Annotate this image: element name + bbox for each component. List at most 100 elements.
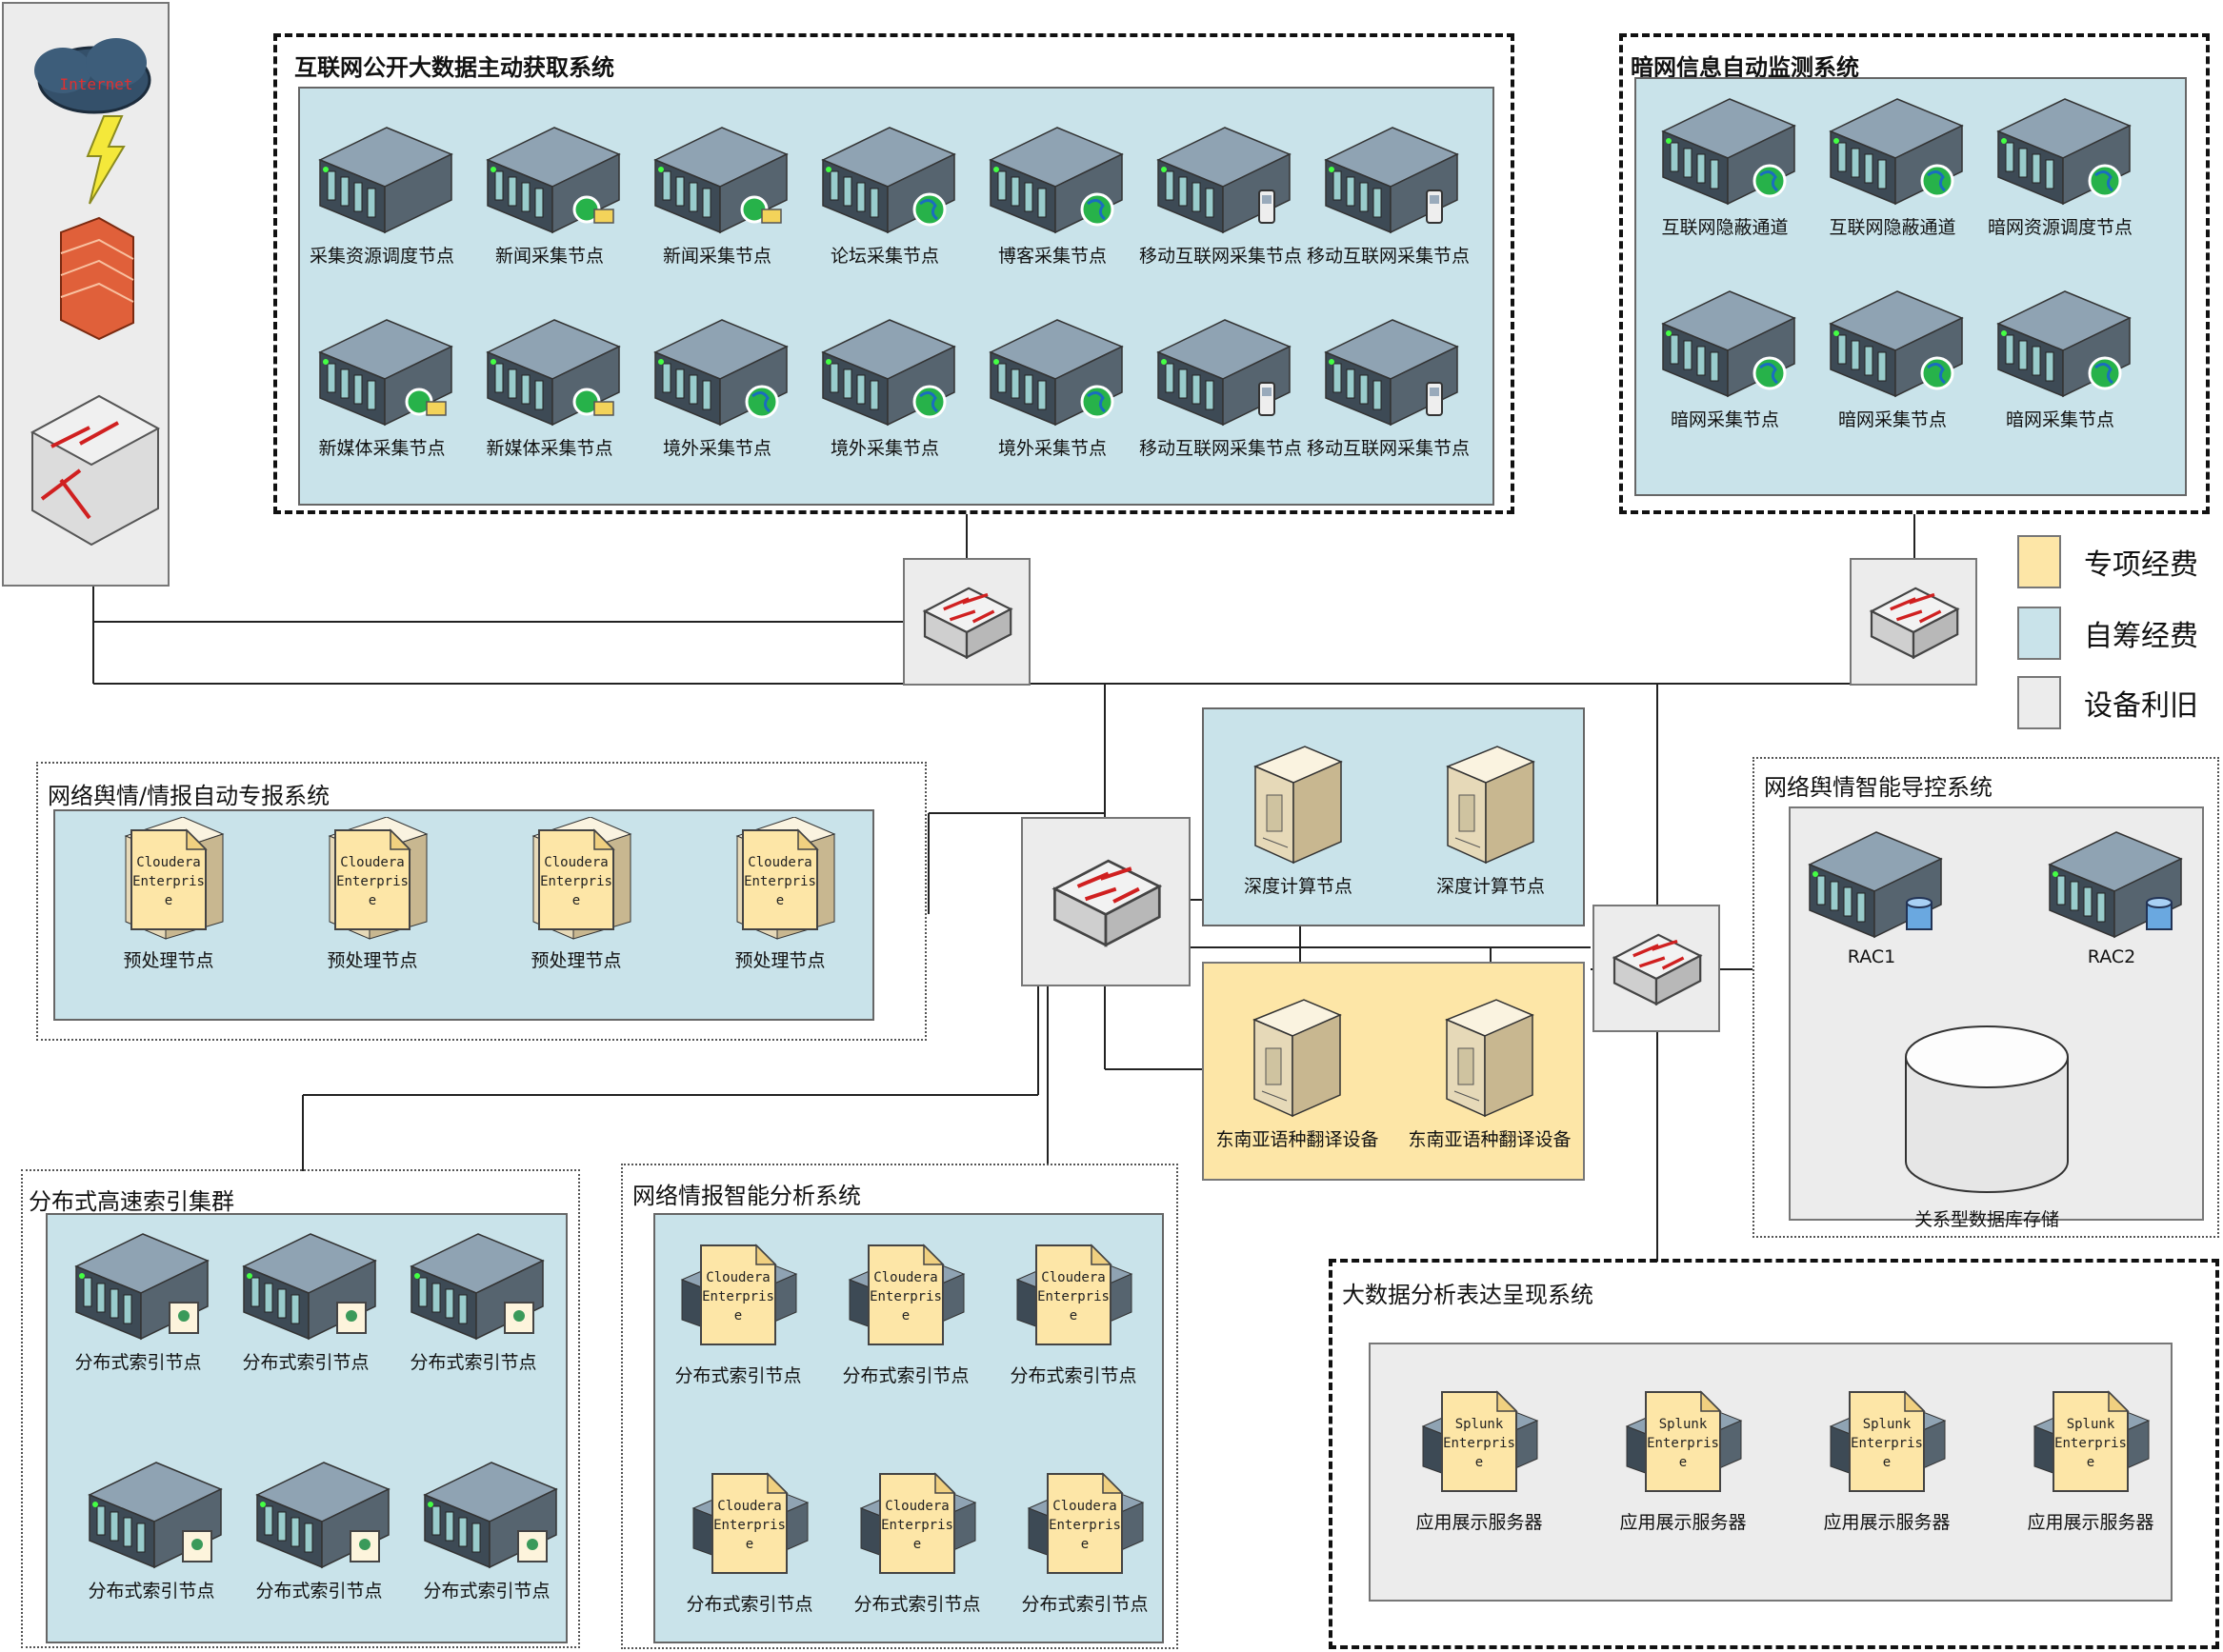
- guide-node-1-label: RAC2: [2087, 946, 2136, 967]
- intel-node-r2-2-label: 分布式索引节点: [1021, 1594, 1149, 1615]
- darkweb-node-r2-0: 暗网采集节点: [1644, 286, 1806, 431]
- network-switch-2: [1042, 838, 1170, 965]
- darkweb-node-r2-1-label: 暗网采集节点: [1837, 409, 1947, 430]
- legend-label-special: 专项经费: [2084, 548, 2198, 582]
- index-node-r1-0-icon: [57, 1228, 219, 1343]
- database-storage: 关系型数据库存储: [1901, 1019, 2073, 1231]
- index-node-r1-0-label: 分布式索引节点: [74, 1352, 202, 1373]
- svg-text:Cloudera: Cloudera: [717, 1499, 781, 1514]
- index-node-r1-1-icon: [225, 1228, 387, 1343]
- svg-text:e: e: [1679, 1455, 1687, 1470]
- svg-text:Cloudera: Cloudera: [544, 855, 608, 870]
- svg-text:Enterpris: Enterpris: [1851, 1436, 1923, 1451]
- display-node-2-label: 应用展示服务器: [1823, 1512, 1951, 1533]
- darkweb-node-r1-1-icon: [1812, 93, 1973, 208]
- network-switch-0-icon: [914, 569, 1019, 674]
- darkweb-node-r2-0-icon: [1644, 286, 1806, 400]
- index-node-r2-1-icon: [238, 1457, 400, 1571]
- darkweb-system-title: 暗网信息自动监测系统: [1631, 54, 1859, 81]
- svg-text:e: e: [2087, 1455, 2094, 1470]
- index-node-r2-1-label: 分布式索引节点: [255, 1581, 383, 1602]
- index-node-r2-0: 分布式索引节点: [70, 1457, 232, 1602]
- translate-node-1: 东南亚语种翻译设备: [1394, 996, 1585, 1151]
- internet-cloud-icon: Internet: [34, 38, 151, 114]
- guide-node-0-label: RAC1: [1847, 946, 1896, 967]
- index-node-r1-0: 分布式索引节点: [57, 1228, 219, 1374]
- collection-node-r1-0-icon: [301, 122, 463, 236]
- collection-node-r1-2-label: 新闻采集节点: [662, 246, 771, 267]
- index-node-r2-0-label: 分布式索引节点: [88, 1581, 215, 1602]
- svg-text:Splunk: Splunk: [1659, 1417, 1708, 1432]
- legend-label-reused: 设备利旧: [2084, 689, 2198, 723]
- svg-text:Cloudera: Cloudera: [136, 855, 200, 870]
- darkweb-node-r1-0: 互联网隐蔽通道: [1644, 93, 1806, 239]
- database-storage-label: 关系型数据库存储: [1913, 1209, 2059, 1230]
- darkweb-node-r1-2-icon: [1979, 93, 2141, 208]
- index-node-r1-1: 分布式索引节点: [225, 1228, 387, 1374]
- svg-text:e: e: [1070, 1308, 1077, 1324]
- legend-swatch-special: [2017, 535, 2061, 588]
- svg-text:Enterpris: Enterpris: [2054, 1436, 2127, 1451]
- collection-node-r1-6-icon: [1307, 122, 1469, 236]
- translate-node-0-label: 东南亚语种翻译设备: [1215, 1129, 1379, 1150]
- deep-node-0: 深度计算节点: [1217, 743, 1379, 898]
- darkweb-node-r2-0-label: 暗网采集节点: [1670, 409, 1779, 430]
- deep-node-0-label: 深度计算节点: [1243, 876, 1352, 897]
- darkweb-node-r1-0-icon: [1644, 93, 1806, 208]
- svg-text:e: e: [1883, 1455, 1891, 1470]
- svg-text:Enterpris: Enterpris: [881, 1518, 953, 1533]
- darkweb-node-r1-2: 暗网资源调度节点: [1979, 93, 2141, 239]
- network-switch-3-icon: [1604, 916, 1709, 1021]
- collection-node-r2-1-label: 新媒体采集节点: [486, 438, 613, 459]
- svg-text:Enterpris: Enterpris: [1049, 1518, 1121, 1533]
- darkweb-node-r2-2-icon: [1979, 286, 2141, 400]
- collection-node-r1-4-label: 博客采集节点: [997, 246, 1107, 267]
- guide-node-1-icon: [2031, 826, 2193, 941]
- index-node-r1-2-label: 分布式索引节点: [410, 1352, 537, 1373]
- network-switch-3: [1604, 916, 1709, 1021]
- internet-edge-panel: Internet: [2, 2, 170, 587]
- svg-text:Enterpris: Enterpris: [870, 1289, 942, 1304]
- report-node-1-label: 预处理节点: [327, 950, 418, 971]
- network-switch-1: [1861, 569, 1966, 674]
- router-icon: [30, 394, 161, 547]
- deep-node-1: 深度计算节点: [1410, 743, 1572, 898]
- darkweb-node-r2-2: 暗网采集节点: [1979, 286, 2141, 431]
- collection-node-r2-3-icon: [804, 314, 966, 428]
- darkweb-node-r1-0-label: 互联网隐蔽通道: [1661, 217, 1789, 238]
- darkweb-node-r2-1-icon: [1812, 286, 1973, 400]
- index-node-r2-2: 分布式索引节点: [406, 1457, 568, 1602]
- guide-node-1: RAC2: [2031, 826, 2193, 967]
- deep-node-1-label: 深度计算节点: [1435, 876, 1545, 897]
- svg-text:e: e: [734, 1308, 742, 1324]
- display-node-0-label: 应用展示服务器: [1415, 1512, 1543, 1533]
- svg-text:e: e: [1081, 1537, 1089, 1552]
- collection-node-r1-1-label: 新闻采集节点: [494, 246, 604, 267]
- network-switch-2-icon: [1042, 838, 1170, 965]
- collection-node-r2-0-label: 新媒体采集节点: [318, 438, 446, 459]
- collection-node-r2-3: 境外采集节点: [804, 314, 966, 460]
- network-switch-1-icon: [1861, 569, 1966, 674]
- svg-text:Cloudera: Cloudera: [1052, 1499, 1116, 1514]
- collection-node-r1-5-icon: [1139, 122, 1301, 236]
- intel-node-r2-0-label: 分布式索引节点: [686, 1594, 813, 1615]
- darkweb-node-r1-1: 互联网隐蔽通道: [1812, 93, 1973, 239]
- svg-text:Enterpris: Enterpris: [702, 1289, 774, 1304]
- translate-node-0: 东南亚语种翻译设备: [1202, 996, 1392, 1151]
- translate-node-1-label: 东南亚语种翻译设备: [1408, 1129, 1572, 1150]
- svg-text:Cloudera: Cloudera: [1041, 1270, 1105, 1285]
- svg-text:e: e: [746, 1537, 753, 1552]
- network-switch-0: [914, 569, 1019, 674]
- svg-text:Cloudera: Cloudera: [706, 1270, 770, 1285]
